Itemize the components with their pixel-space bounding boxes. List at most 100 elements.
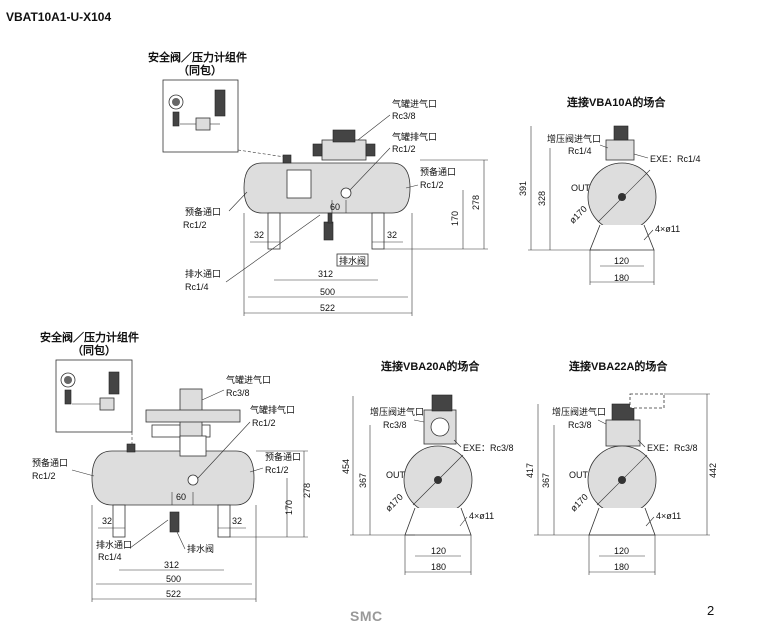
- spare-port-right-label: 预备通口: [420, 166, 456, 177]
- kit-subtitle: （同包）: [178, 63, 222, 77]
- vba20a-exe-label: EXE：Rc3/8: [463, 443, 514, 453]
- dim-500: 500: [320, 287, 335, 297]
- vba22a-stand: [588, 507, 656, 536]
- top-side-view: 安全阀／压力计组件 （同包） 气罐进气口 Rc3/8 气罐排气口 Rc1/2: [148, 50, 488, 316]
- vba22a-boost-inlet-size: Rc3/8: [568, 420, 592, 430]
- booster-head: [332, 129, 356, 143]
- tank-inlet-label-bottom: 气罐进气口: [226, 374, 271, 385]
- vba10a-dim-391: 391: [518, 181, 528, 196]
- dim-522-bottom: 522: [166, 589, 181, 599]
- vba10a-exe-label: EXE：Rc1/4: [650, 154, 701, 164]
- safety-valve-icon: [214, 89, 226, 117]
- dim-170: 170: [450, 211, 460, 226]
- page-number: 2: [707, 603, 715, 618]
- vba20a-stand: [404, 507, 472, 536]
- vba10a-title: 连接VBA10A的场合: [567, 95, 666, 109]
- vba10a-out-port: [618, 193, 626, 201]
- tank-inlet-size: Rc3/8: [392, 111, 416, 121]
- dim-312: 312: [318, 269, 333, 279]
- vba20a-out-label: OUT: [386, 470, 406, 480]
- tank-outlet-label-bottom: 气罐排气口: [250, 404, 295, 415]
- tank-label-plate: [286, 169, 312, 199]
- vba20a-valve-body: [423, 409, 457, 445]
- vba10a-boost-inlet-size: Rc1/4: [568, 146, 592, 156]
- dim-32-right-bottom: 32: [232, 516, 242, 526]
- dim-278: 278: [471, 195, 481, 210]
- tank-body-bottom: [91, 450, 255, 506]
- out-port-icon: [340, 187, 352, 199]
- vba10a-dim-120: 120: [614, 256, 629, 266]
- kit-title: 安全阀／压力计组件: [148, 50, 247, 64]
- vba10a-out-label: OUT: [571, 183, 591, 193]
- drain-valve-label-bottom: 排水阀: [187, 543, 214, 554]
- vba22a-end-view: 连接VBA22A的场合 增压阀进气口 Rc3/8 EXE：Rc3/8 OUT ø…: [525, 359, 718, 575]
- spare-port-right-size-bottom: Rc1/2: [265, 465, 289, 475]
- drain-port-size-bottom: Rc1/4: [98, 552, 122, 562]
- spare-port-right-label-bottom: 预备通口: [265, 451, 301, 462]
- vba22a-holes: 4×ø11: [656, 511, 681, 521]
- tank-outlet-size: Rc1/2: [392, 144, 416, 154]
- dim-32-left: 32: [254, 230, 264, 240]
- drain-port-size: Rc1/4: [185, 282, 209, 292]
- kit-title-bottom: 安全阀／压力计组件: [40, 330, 139, 344]
- dim-312-bottom: 312: [164, 560, 179, 570]
- drain-valve-label: 排水阀: [339, 255, 366, 266]
- safety-valve-icon-bottom: [108, 371, 120, 395]
- vba20a-dim-120: 120: [431, 546, 446, 556]
- vba22a-title: 连接VBA22A的场合: [569, 359, 668, 373]
- spare-port-left-label-bottom: 预备通口: [32, 457, 68, 468]
- vba22a-dim-180: 180: [614, 562, 629, 572]
- smc-logo: SMC: [350, 608, 383, 624]
- gauge-stem: [172, 111, 180, 127]
- vba22a-dim-367: 367: [541, 473, 551, 488]
- vba20a-diameter: ø170: [383, 492, 405, 514]
- vba10a-diameter: ø170: [567, 204, 589, 226]
- tank-inlet-label: 气罐进气口: [392, 98, 437, 109]
- dim-32-left-bottom: 32: [102, 516, 112, 526]
- vba22a-boost-inlet-label: 增压阀进气口: [552, 406, 606, 417]
- vba20a-title: 连接VBA20A的场合: [381, 359, 480, 373]
- tank-inlet-size-bottom: Rc3/8: [226, 388, 250, 398]
- vba22a-diameter: ø170: [568, 492, 590, 514]
- vba20a-dim-367: 367: [358, 473, 368, 488]
- leg-right: [371, 212, 385, 250]
- vba22a-dim-442: 442: [708, 463, 718, 478]
- spare-port-right-size: Rc1/2: [420, 180, 444, 190]
- top-port: [282, 154, 292, 164]
- vba22a-exe-label: EXE：Rc3/8: [647, 443, 698, 453]
- vba20a-dim-454: 454: [341, 459, 351, 474]
- vba20a-dim-180: 180: [431, 562, 446, 572]
- vba10a-valve-head: [613, 125, 629, 141]
- vba20a-end-view: 连接VBA20A的场合 增压阀进气口 Rc3/8 EXE：Rc3/8 OUT ø…: [341, 359, 514, 575]
- drain-port-label: 排水通口: [185, 268, 221, 279]
- vba10a-holes: 4×ø11: [655, 224, 680, 234]
- page-title: VBAT10A1-U-X104: [6, 10, 112, 24]
- booster-valve: [321, 139, 367, 161]
- out-port-bottom: [187, 474, 199, 486]
- dim-170-bottom: 170: [284, 500, 294, 515]
- drain-valve-icon: [323, 221, 334, 241]
- vba10a-stand: [589, 224, 655, 251]
- vba20a-boost-inlet-size: Rc3/8: [383, 420, 407, 430]
- vba10a-end-view: 连接VBA10A的场合 增压阀进气口 Rc1/4 EXE：Rc1/4 OUT ø…: [518, 95, 701, 285]
- drain-port-label-bottom: 排水通口: [96, 539, 132, 550]
- vba10a-dim-328: 328: [537, 191, 547, 206]
- drain-valve-bottom: [169, 511, 180, 533]
- spare-port-left-size-bottom: Rc1/2: [32, 471, 56, 481]
- bottom-side-view: 安全阀／压力计组件 （同包） 气罐进气口 Rc3/8 气罐排气口 Rc1/2 预…: [32, 330, 312, 602]
- vba10a-boost-inlet-label: 增压阀进气口: [547, 133, 601, 144]
- dim-60: 60: [330, 202, 340, 212]
- dim-60-bottom: 60: [176, 492, 186, 502]
- leg-left: [267, 212, 281, 250]
- dim-522: 522: [320, 303, 335, 313]
- vba22a-valve-head: [611, 403, 635, 421]
- dim-278-bottom: 278: [302, 483, 312, 498]
- tank-body: [243, 162, 411, 214]
- vba20a-boost-inlet-label: 增压阀进气口: [370, 406, 424, 417]
- dim-32-right: 32: [387, 230, 397, 240]
- vba22a-dim-120: 120: [614, 546, 629, 556]
- dim-500-bottom: 500: [166, 574, 181, 584]
- vba10a-valve-body: [605, 139, 635, 161]
- spare-port-left-size: Rc1/2: [183, 220, 207, 230]
